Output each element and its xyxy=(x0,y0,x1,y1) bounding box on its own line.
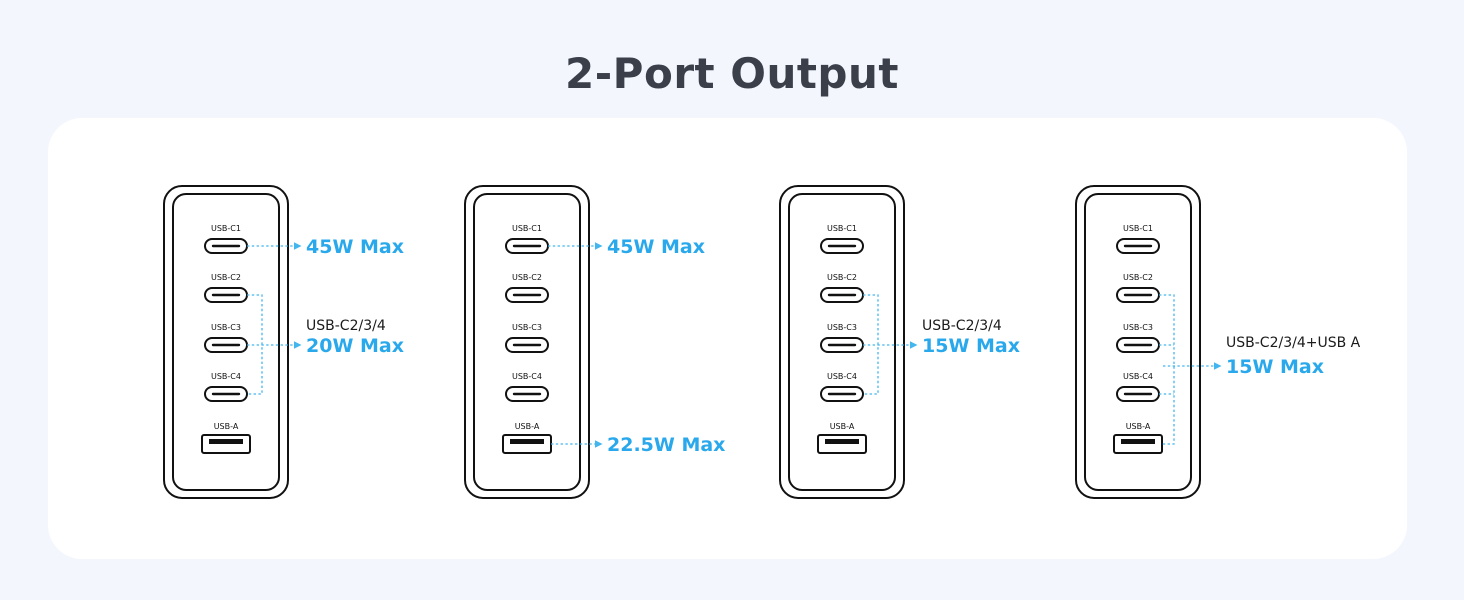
port-label-usb-c2: USB-C2 xyxy=(512,273,542,282)
group-label-usb-c2-c4: USB-C2/3/4 xyxy=(306,318,386,334)
usb-a-tongue xyxy=(1121,439,1155,444)
port-label-usb-c3: USB-C3 xyxy=(1123,323,1153,332)
port-label-usb-a: USB-A xyxy=(214,422,239,431)
usb-a-tongue xyxy=(510,439,544,444)
port-label-usb-c2: USB-C2 xyxy=(827,273,857,282)
group-label-usb-c2-c4: USB-C2/3/4 xyxy=(922,318,1002,334)
page-title: 2-Port Output xyxy=(565,49,899,98)
watt-usb-a: 22.5W Max xyxy=(607,434,725,456)
group-label-usb-c2-a: USB-C2/3/4+USB A xyxy=(1226,335,1361,351)
port-label-usb-c3: USB-C3 xyxy=(827,323,857,332)
port-label-usb-c1: USB-C1 xyxy=(827,224,857,233)
port-label-usb-a: USB-A xyxy=(515,422,540,431)
watt-usb-c1: 45W Max xyxy=(306,236,404,258)
port-label-usb-a: USB-A xyxy=(1126,422,1151,431)
usb-a-tongue xyxy=(209,439,243,444)
port-label-usb-c4: USB-C4 xyxy=(827,372,857,381)
port-label-usb-a: USB-A xyxy=(830,422,855,431)
watt-usb-c2-c4: 20W Max xyxy=(306,335,404,357)
port-label-usb-c3: USB-C3 xyxy=(211,323,241,332)
port-label-usb-c4: USB-C4 xyxy=(211,372,241,381)
watt-usb-c1: 45W Max xyxy=(607,236,705,258)
bracket-usb-c2-a xyxy=(1159,294,1175,445)
port-label-usb-c2: USB-C2 xyxy=(211,273,241,282)
watt-usb-c2-a: 15W Max xyxy=(1226,356,1324,378)
usb-a-tongue xyxy=(825,439,859,444)
port-label-usb-c1: USB-C1 xyxy=(512,224,542,233)
port-label-usb-c4: USB-C4 xyxy=(512,372,542,381)
watt-usb-c2-c4: 15W Max xyxy=(922,335,1020,357)
port-label-usb-c3: USB-C3 xyxy=(512,323,542,332)
port-label-usb-c4: USB-C4 xyxy=(1123,372,1153,381)
port-label-usb-c1: USB-C1 xyxy=(211,224,241,233)
port-label-usb-c2: USB-C2 xyxy=(1123,273,1153,282)
port-label-usb-c1: USB-C1 xyxy=(1123,224,1153,233)
